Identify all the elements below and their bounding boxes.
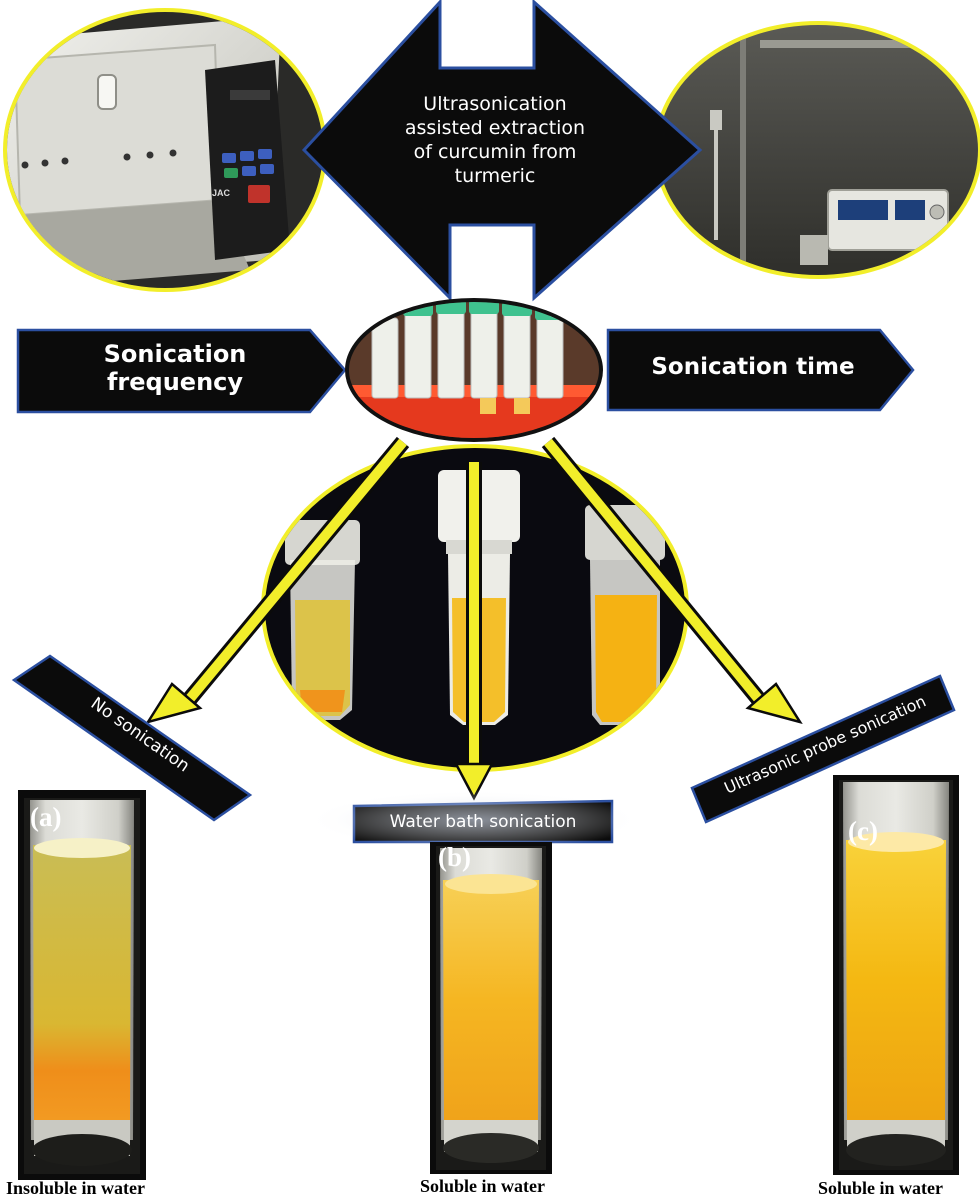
glow-shadow [304,790,644,850]
center-arrow-line-4: turmeric [454,165,536,187]
tube-c-tag: (c) [848,816,878,846]
tube-photo-c [833,775,959,1175]
tube-a-tag: (a) [30,802,62,832]
yellow-arrow-left [145,436,410,725]
tube-photo-a [18,790,146,1180]
sonication-frequency-arrow [16,328,347,414]
water-bath-sonication-label: Water bath sonication [389,812,577,832]
yellow-arrow-right [541,436,803,725]
caption-c: Soluble in water [818,1178,944,1198]
device-brand-label: JAC [212,188,231,198]
no-sonication-bar [11,654,253,822]
sonication-frequency-line-2: frequency [106,368,244,396]
center-arrow-line-1: Ultrasonication [423,93,567,115]
sonication-time-arrow [606,328,915,412]
yellow-arrow-middle [453,462,495,801]
probe-sonication-bar [690,674,956,824]
sonication-frequency-label: Sonication frequency [60,340,290,396]
probe-sonicator-photo [654,21,980,279]
sonication-frequency-line-1: Sonication [103,340,247,368]
caption-b: Soluble in water [420,1176,546,1196]
central-double-arrow [301,0,703,302]
sonication-time-label: Sonication time [651,354,855,380]
tube-photo-b [430,842,552,1174]
center-arrow-line-3: of curcumin from [413,141,577,163]
center-arrow-line-2: assisted extraction [404,117,586,139]
sample-tubes-photo [345,298,603,442]
center-arrow-title: Ultrasonication assisted extraction of c… [380,92,610,188]
caption-a: Insoluble in water [6,1178,146,1198]
tube-b-tag: (b) [438,842,471,872]
bath-sonicator-photo: JAC [3,8,327,292]
